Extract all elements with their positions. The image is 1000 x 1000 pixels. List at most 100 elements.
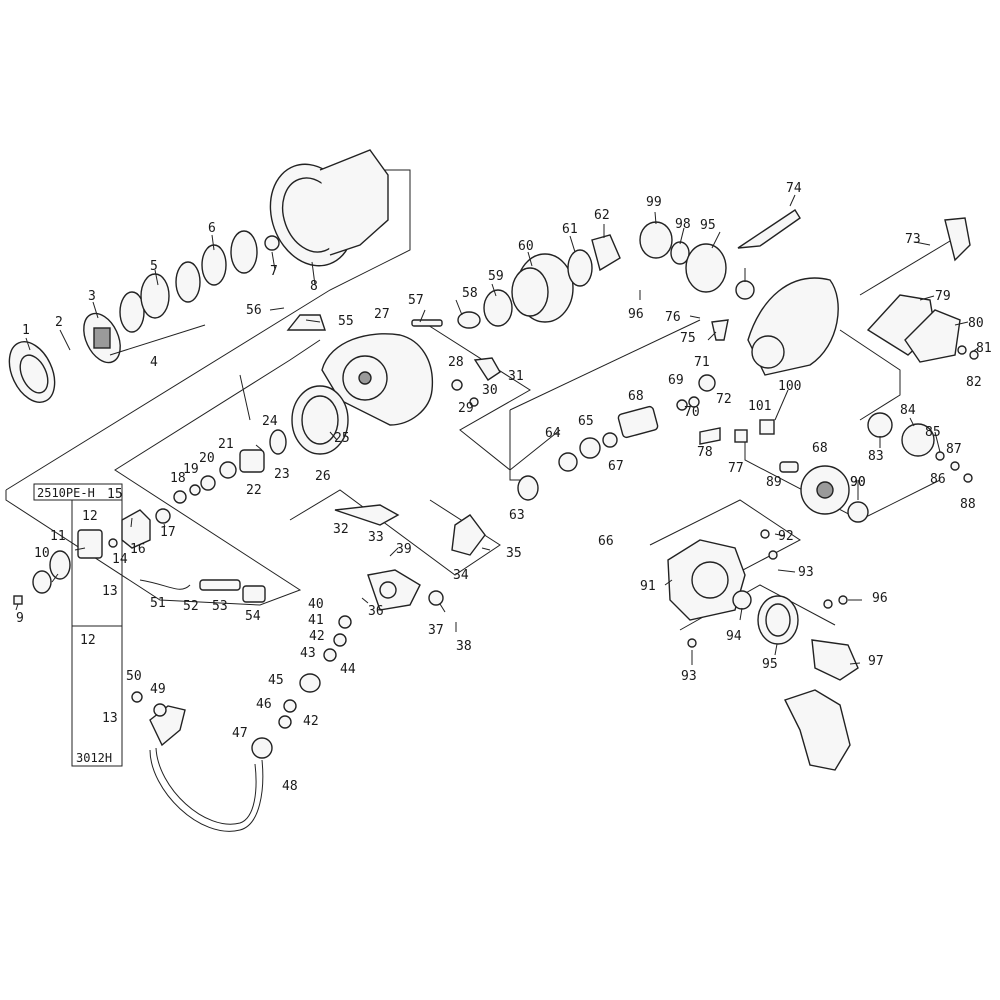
part-number-label: 30: [482, 383, 498, 398]
part-number-label: 5: [150, 259, 158, 274]
part-number-label: 60: [518, 239, 534, 254]
part-number-label: 39: [396, 542, 412, 557]
part-number-label: 101: [748, 399, 771, 414]
part-number-label: 3: [88, 289, 96, 304]
part-number-label: 57: [408, 293, 424, 308]
part-number-label: 93: [798, 565, 814, 580]
part-number-label: 42: [309, 629, 325, 644]
variant-label-top: 2510PE-H: [37, 486, 95, 500]
part-number-label: 24: [262, 414, 278, 429]
part-number-label: 67: [608, 459, 624, 474]
part-number-label: 20: [199, 451, 215, 466]
part-number-label: 31: [508, 369, 524, 384]
part-number-label: 90: [850, 475, 866, 490]
part-number-label: 87: [946, 442, 962, 457]
part-number-labels: 1234567891011121314151617181920212223242…: [16, 181, 992, 794]
part-number-label: 9: [16, 611, 24, 626]
part-number-label: 95: [762, 657, 778, 672]
part-number-label: 99: [646, 195, 662, 210]
part-number-label: 38: [456, 639, 472, 654]
part-number-label: 94: [726, 629, 742, 644]
part-number-label: 62: [594, 208, 610, 223]
variant-label-bottom: 3012H: [76, 751, 112, 765]
part-number-label: 45: [268, 673, 284, 688]
part-number-label: 29: [458, 401, 474, 416]
part-number-label: 59: [488, 269, 504, 284]
part-number-label: 21: [218, 437, 234, 452]
part-number-label: 37: [428, 623, 444, 638]
part-number-label: 93: [681, 669, 697, 684]
part-number-label: 72: [716, 392, 732, 407]
part-number-label: 35: [506, 546, 522, 561]
leader-lines: [15, 194, 979, 665]
body-group: [411, 209, 979, 523]
part-number-label: 78: [697, 445, 713, 460]
part-number-label: 85: [925, 425, 941, 440]
part-number-label: 23: [274, 467, 290, 482]
part-number-label: 18: [170, 471, 186, 486]
rotor-group: [13, 333, 434, 605]
part-number-label: 11: [50, 529, 66, 544]
part-number-label: 84: [900, 403, 916, 418]
part-number-label: 82: [966, 375, 982, 390]
part-number-label: 66: [598, 534, 614, 549]
part-number-label: 63: [509, 508, 525, 523]
bail-group: [131, 314, 486, 832]
part-number-label: 58: [462, 286, 478, 301]
handle-group: [667, 529, 859, 771]
part-number-label: 14: [112, 552, 128, 567]
part-number-label: 42: [303, 714, 319, 729]
part-number-label: 40: [308, 597, 324, 612]
spool-knob-group: [8, 149, 389, 403]
part-number-label: 6: [208, 221, 216, 236]
part-number-label: 43: [300, 646, 316, 661]
part-number-label: 77: [728, 461, 744, 476]
part-number-label: 88: [960, 497, 976, 512]
part-number-label: 95: [700, 218, 716, 233]
part-number-label: 19: [183, 462, 199, 477]
part-number-label: 10: [34, 546, 50, 561]
part-number-label: 48: [282, 779, 298, 794]
part-number-label: 96: [628, 307, 644, 322]
part-number-label: 47: [232, 726, 248, 741]
part-number-label: 12: [82, 509, 98, 524]
part-number-label: 61: [562, 222, 578, 237]
part-number-label: 74: [786, 181, 802, 196]
part-number-label: 81: [976, 341, 992, 356]
part-number-label: 44: [340, 662, 356, 677]
part-number-label: 7: [270, 264, 278, 279]
part-number-label: 4: [150, 355, 158, 370]
part-number-label: 75: [680, 331, 696, 346]
part-number-label: 25: [334, 431, 350, 446]
part-number-label: 41: [308, 613, 324, 628]
part-number-label: 55: [338, 314, 354, 329]
part-number-label: 34: [453, 568, 469, 583]
part-number-label: 13: [102, 711, 118, 726]
part-number-label: 73: [905, 232, 921, 247]
part-number-label: 89: [766, 475, 782, 490]
part-number-label: 51: [150, 596, 166, 611]
part-number-label: 68: [628, 389, 644, 404]
part-number-label: 86: [930, 472, 946, 487]
part-number-label: 52: [183, 599, 199, 614]
part-number-label: 26: [315, 469, 331, 484]
part-number-label: 13: [102, 584, 118, 599]
part-number-label: 15: [107, 487, 123, 502]
part-number-label: 64: [545, 426, 561, 441]
part-number-label: 70: [684, 405, 700, 420]
part-number-label: 17: [160, 525, 176, 540]
part-number-label: 91: [640, 579, 656, 594]
part-number-label: 79: [935, 289, 951, 304]
part-number-label: 8: [310, 279, 318, 294]
part-number-label: 22: [246, 483, 262, 498]
part-number-label: 1: [22, 323, 30, 338]
part-number-label: 12: [80, 633, 96, 648]
part-number-label: 36: [368, 604, 384, 619]
part-number-label: 2: [55, 315, 63, 330]
part-number-label: 80: [968, 316, 984, 331]
part-number-label: 68: [812, 441, 828, 456]
part-number-label: 69: [668, 373, 684, 388]
part-number-label: 28: [448, 355, 464, 370]
part-number-label: 96: [872, 591, 888, 606]
